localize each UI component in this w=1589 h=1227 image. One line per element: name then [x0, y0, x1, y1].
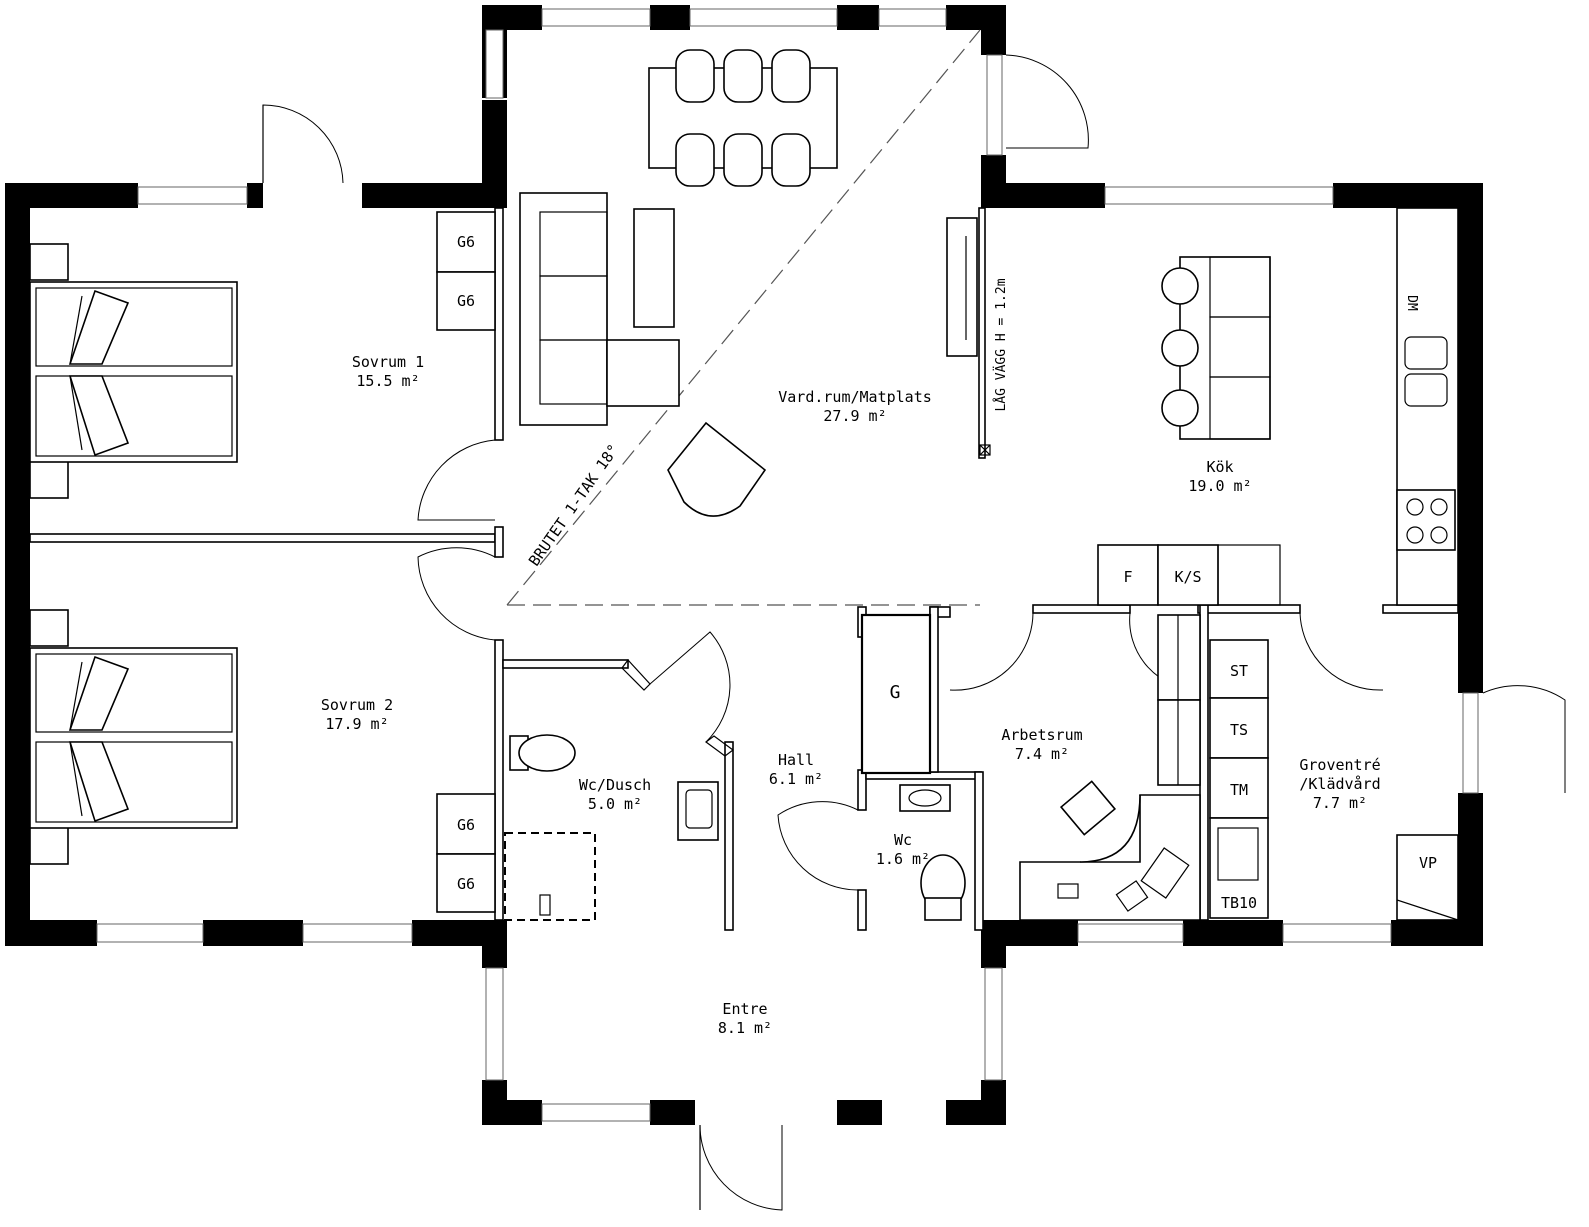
shower-area — [504, 832, 596, 921]
sink-bench-label: TB10 — [1221, 894, 1257, 912]
fixture-labels: G6 G6 G6 G6 G DM F K/S ST TS TM TB10 VP — [457, 233, 1437, 912]
room-name-wc-dusch: Wc/Dusch — [579, 776, 651, 794]
drying-cabinet-label: ST — [1230, 662, 1248, 680]
room-name-sovrum-2: Sovrum 2 — [321, 696, 393, 714]
bathroom-fixtures — [504, 734, 719, 921]
room-name-kok: Kök — [1206, 458, 1233, 476]
room-name-arbetsrum: Arbetsrum — [1001, 726, 1082, 744]
room-area-kok: 19.0 m² — [1188, 477, 1251, 495]
bedroom-1-furniture — [29, 211, 496, 499]
dishwasher-label: DM — [1404, 295, 1419, 311]
room-area-wc: 1.6 m² — [876, 850, 930, 868]
room-area-hall: 6.1 m² — [769, 770, 823, 788]
roof-annotation: BRUTET 1-TAK 18° — [525, 441, 623, 570]
heat-pump-label: VP — [1419, 854, 1437, 872]
room-area-sovrum-1: 15.5 m² — [356, 372, 419, 390]
kitchen-furniture — [1097, 207, 1459, 606]
room-area-groventre: 7.7 m² — [1313, 794, 1367, 812]
room-name-sovrum-1: Sovrum 1 — [352, 353, 424, 371]
roof-break-line — [506, 29, 981, 606]
office-furniture — [1019, 614, 1201, 921]
armchair — [667, 421, 767, 517]
room-area-sovrum-2: 17.9 m² — [325, 715, 388, 733]
wardrobe-label: G6 — [457, 816, 475, 834]
room-area-arbetsrum: 7.4 m² — [1015, 745, 1069, 763]
toilet — [518, 734, 576, 772]
washing-machine-label: TM — [1230, 781, 1248, 799]
room-area-wc-dusch: 5.0 m² — [588, 795, 642, 813]
hall-fixtures — [860, 613, 966, 921]
exterior-walls — [5, 5, 1483, 1125]
room-labels: Sovrum 1 15.5 m² Sovrum 2 17.9 m² Vard.r… — [321, 353, 1381, 1037]
room-area-entre: 8.1 m² — [718, 1019, 772, 1037]
wardrobe-label: G6 — [457, 875, 475, 893]
room-name-hall: Hall — [778, 751, 814, 769]
bedroom-2-furniture — [29, 609, 496, 913]
room-name-wc: Wc — [894, 831, 912, 849]
room-name-groventre: Groventré — [1299, 756, 1380, 774]
tumble-dryer-label: TS — [1230, 721, 1248, 739]
living-dining-furniture — [519, 49, 978, 517]
wardrobe-label: G6 — [457, 233, 475, 251]
windows — [96, 8, 1479, 1122]
low-wall-annotation: LÅG VÄGG H = 1.2m — [993, 278, 1009, 411]
room-name-entre: Entre — [722, 1000, 767, 1018]
desk-chair — [1059, 780, 1117, 836]
fridge-freezer-label: K/S — [1174, 568, 1201, 586]
fridge-label: F — [1123, 568, 1132, 586]
hall-closet-label: G — [890, 682, 901, 703]
door-swings — [262, 54, 1566, 1211]
room-area-vardrum: 27.9 m² — [823, 407, 886, 425]
room-name-vardrum: Vard.rum/Matplats — [778, 388, 932, 406]
room-name-groventre-2: /Klädvård — [1299, 775, 1380, 793]
wardrobe-label: G6 — [457, 292, 475, 310]
utility-fixtures — [1209, 639, 1459, 921]
